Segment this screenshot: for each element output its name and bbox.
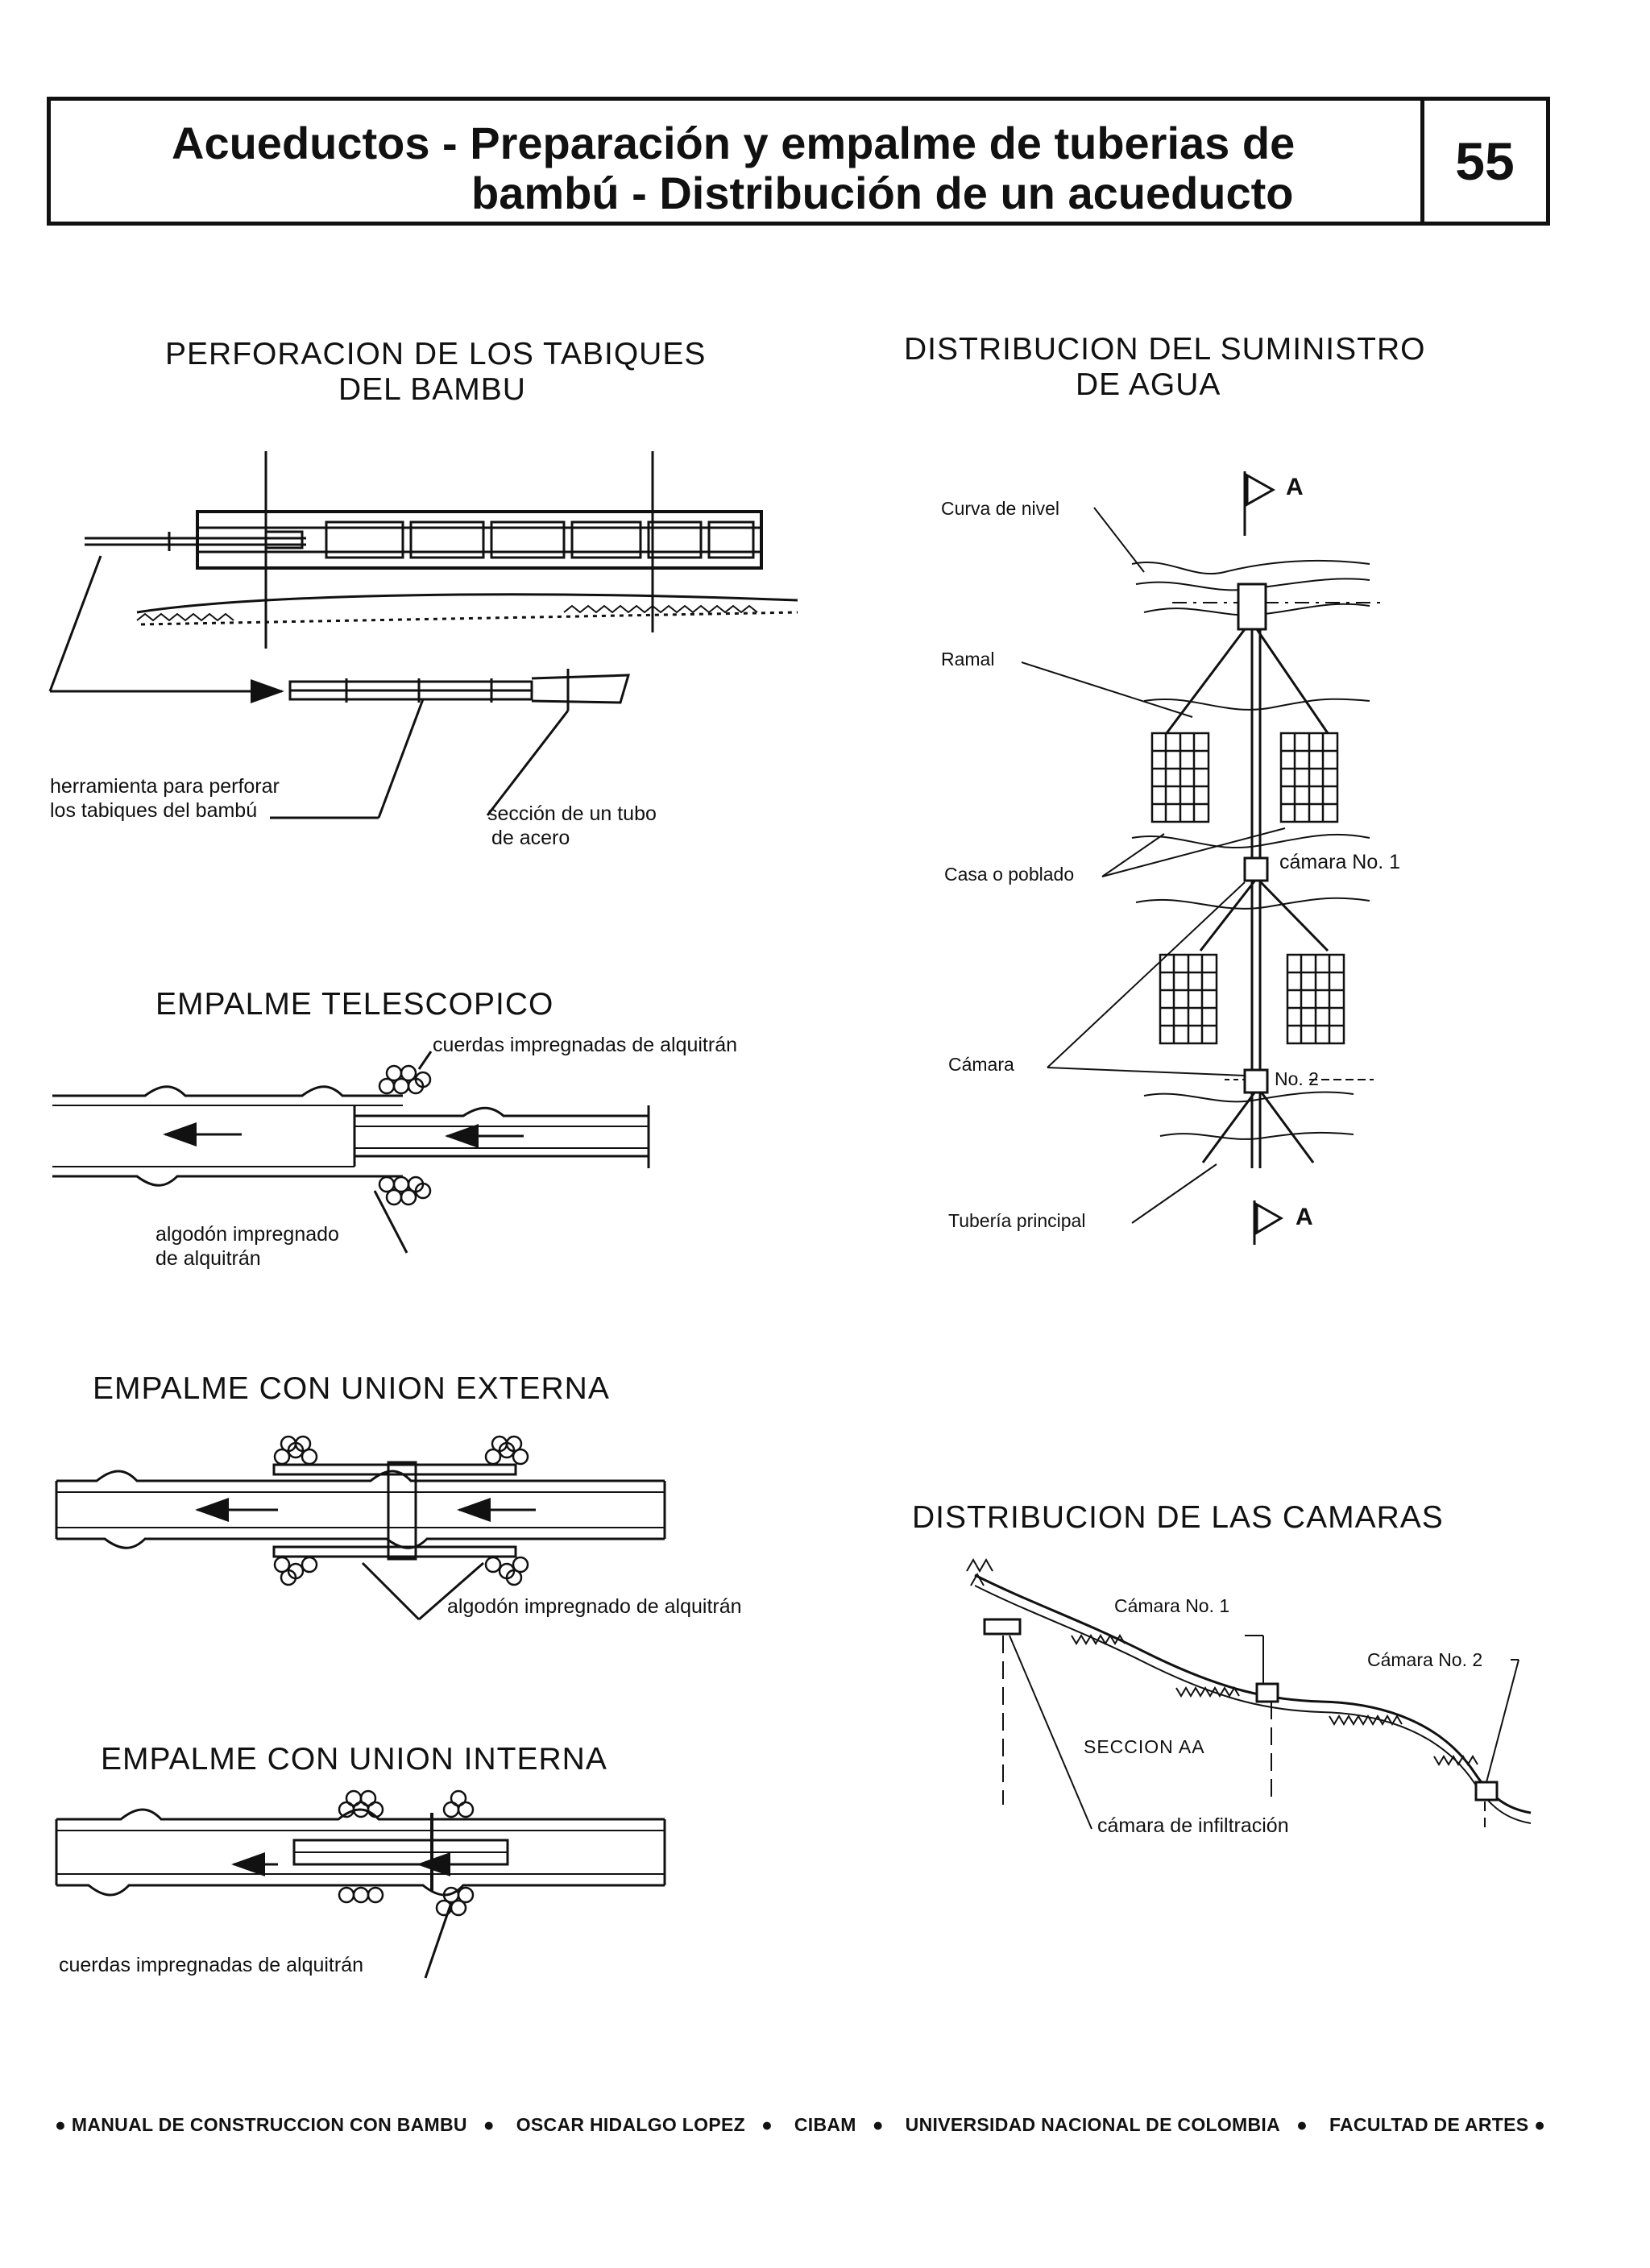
curva-label: Curva de nivel: [941, 498, 1060, 519]
header-divider: [1420, 101, 1424, 222]
header-box: Acueductos - Preparación y empalme de tu…: [47, 97, 1550, 226]
footer-bullet: ●: [1296, 2114, 1308, 2135]
footer-item: UNIVERSIDAD NACIONAL DE COLOMBIA: [905, 2114, 1281, 2135]
distribucion-heading-2: DE AGUA: [1076, 367, 1221, 402]
telescopico-heading: EMPALME TELESCOPICO: [155, 987, 554, 1022]
externa-cotton-label: algodón impregnado de alquitrán: [447, 1595, 742, 1618]
camaras-camara2-label: Cámara No. 2: [1367, 1649, 1483, 1670]
footer-bullet: ●: [1534, 2114, 1546, 2135]
footer-item: FACULTAD DE ARTES: [1329, 2114, 1529, 2135]
perforacion-drawing: [48, 451, 798, 819]
tool-label-1: herramienta para perforar: [50, 775, 280, 798]
footer-bullet: ●: [872, 2114, 884, 2135]
interna-drawing: [55, 1789, 666, 1979]
footer: ● MANUAL DE CONSTRUCCION CON BAMBU● OSCA…: [55, 2114, 1545, 2136]
steel-section-label-1: sección de un tubo: [487, 802, 657, 825]
section-marker-top: A: [1286, 474, 1304, 500]
interna-heading: EMPALME CON UNION INTERNA: [101, 1742, 607, 1777]
camaras-heading: DISTRIBUCION DE LAS CAMARAS: [912, 1500, 1444, 1535]
no2-label: No. 2: [1275, 1068, 1319, 1089]
externa-heading: EMPALME CON UNION EXTERNA: [93, 1371, 610, 1406]
camaras-camara1-label: Cámara No. 1: [1114, 1595, 1230, 1616]
footer-bullet: ●: [761, 2114, 773, 2135]
camara1-label: cámara No. 1: [1279, 851, 1401, 873]
camaras-drawing: [966, 1557, 1532, 1830]
perforacion-heading-2: DEL BAMBU: [338, 372, 526, 407]
perforacion-heading-1: PERFORACION DE LOS TABIQUES: [165, 337, 707, 371]
seccion-label: SECCION AA: [1084, 1736, 1205, 1757]
camara-label: Cámara: [948, 1054, 1014, 1075]
telescopico-cotton-label-1: algodón impregnado: [155, 1223, 339, 1246]
footer-bullet: ●: [483, 2114, 495, 2135]
casa-label: Casa o poblado: [944, 864, 1075, 885]
interna-cords-label: cuerdas impregnadas de alquitrán: [59, 1954, 364, 1976]
telescopico-cords-label: cuerdas impregnadas de alquitrán: [433, 1034, 738, 1056]
title-line-2: bambú - Distribución de un acueducto: [471, 168, 1294, 218]
tuberia-label: Tubería principal: [948, 1210, 1086, 1231]
footer-item: MANUAL DE CONSTRUCCION CON BAMBU: [71, 2114, 467, 2135]
footer-item: CIBAM: [794, 2114, 856, 2135]
section-marker-bottom: A: [1296, 1204, 1313, 1230]
infiltracion-label: cámara de infiltración: [1097, 1814, 1289, 1837]
telescopico-cotton-label-2: de alquitrán: [155, 1247, 261, 1270]
distribucion-drawing: [1021, 471, 1386, 1245]
telescopico-drawing: [52, 1051, 650, 1254]
externa-drawing: [55, 1435, 666, 1621]
distribucion-heading-1: DISTRIBUCION DEL SUMINISTRO: [904, 332, 1426, 367]
tool-label-2: los tabiques del bambú: [50, 799, 258, 822]
footer-item: OSCAR HIDALGO LOPEZ: [516, 2114, 745, 2135]
ramal-label: Ramal: [941, 649, 995, 670]
steel-section-label-2: de acero: [491, 827, 570, 849]
title-line-1: Acueductos - Preparación y empalme de tu…: [172, 118, 1296, 168]
page-number: 55: [1455, 131, 1515, 191]
footer-bullet: ●: [55, 2114, 67, 2135]
